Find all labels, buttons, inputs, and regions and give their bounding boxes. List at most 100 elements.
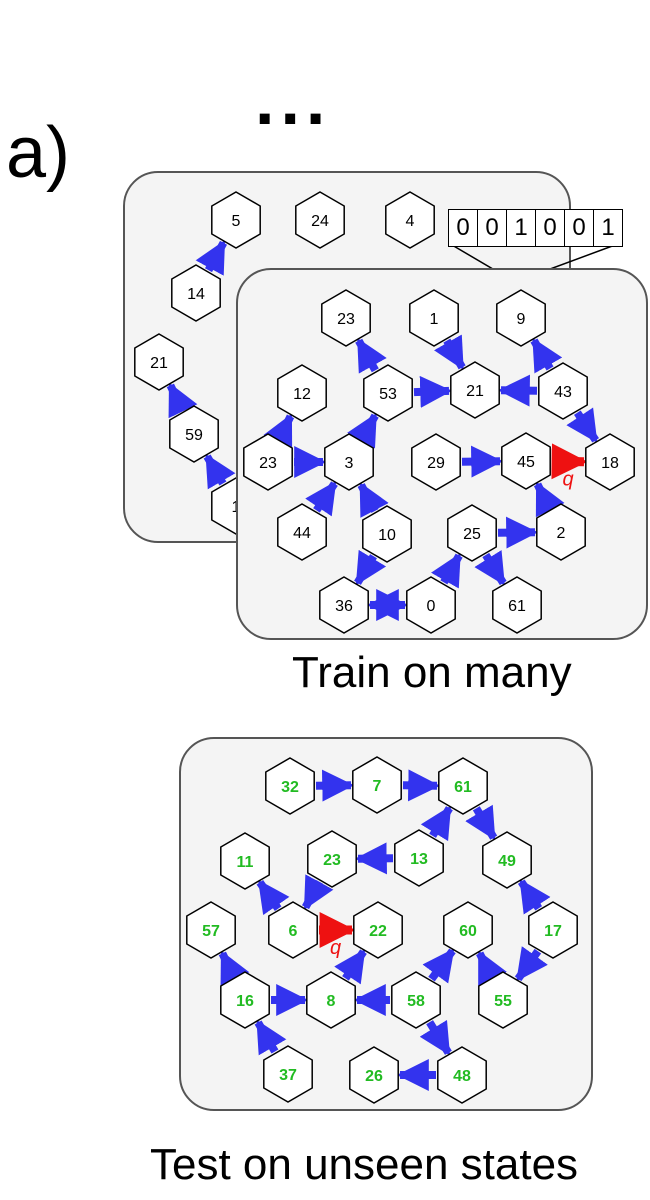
- node-hexagon: [349, 1046, 399, 1104]
- node-hexagon: [134, 333, 184, 391]
- graph-node: 1: [409, 289, 459, 347]
- node-hexagon: [538, 362, 588, 420]
- node-hexagon: [306, 971, 356, 1029]
- node-hexagon: [295, 191, 345, 249]
- graph-edge: [355, 337, 387, 374]
- graph-node: 23: [243, 433, 293, 491]
- node-label: 37: [279, 1067, 297, 1084]
- ellipsis: ...: [255, 61, 332, 139]
- node-label: 22: [369, 923, 387, 940]
- node-hexagon: [171, 264, 221, 322]
- node-hexagon: [411, 433, 461, 491]
- graph-edge: [203, 453, 236, 490]
- node-hexagon: [585, 433, 635, 491]
- graph-node: 21: [450, 361, 500, 419]
- graph-node: 17: [528, 901, 578, 959]
- node-hexagon: [536, 503, 586, 561]
- node-hexagon: [528, 901, 578, 959]
- node-label: 43: [554, 384, 572, 401]
- graph-edge: [305, 480, 338, 517]
- bit-cell: 0: [449, 210, 477, 246]
- graph-edge: [474, 550, 507, 586]
- node-label: 6: [289, 923, 298, 940]
- graph-node: 24: [295, 191, 345, 249]
- node-label: 61: [508, 598, 526, 615]
- node-label: 55: [494, 993, 512, 1010]
- graph-edge: [514, 946, 548, 982]
- node-label: 25: [463, 526, 481, 543]
- bit-cell: 0: [535, 210, 564, 246]
- query-label: q: [562, 469, 573, 491]
- bit-cell: 0: [564, 210, 593, 246]
- node-hexagon: [501, 432, 551, 490]
- graph-node: 7: [352, 756, 402, 814]
- graph-node: 37: [263, 1045, 313, 1103]
- graph-node: 0: [406, 576, 456, 634]
- node-hexagon: [220, 971, 270, 1029]
- node-label: 9: [517, 311, 526, 328]
- node-label: 24: [311, 213, 329, 230]
- node-hexagon: [277, 503, 327, 561]
- node-label: 59: [185, 427, 203, 444]
- graph-edge: [254, 1019, 287, 1056]
- node-label: 10: [378, 527, 396, 544]
- node-hexagon: [324, 433, 374, 491]
- node-label: 61: [454, 779, 472, 796]
- node-hexagon: [265, 757, 315, 815]
- graph-edge: [433, 334, 466, 371]
- node-hexagon: [391, 971, 441, 1029]
- node-hexagon: [478, 971, 528, 1029]
- graph-node: 59: [169, 405, 219, 463]
- node-label: 16: [236, 993, 254, 1010]
- graph-node: 43: [538, 362, 588, 420]
- node-hexagon: [307, 830, 357, 888]
- graph-node: 55: [478, 971, 528, 1029]
- panel-label: a): [6, 113, 71, 193]
- node-label: 23: [323, 852, 341, 869]
- graph-node: 2: [536, 503, 586, 561]
- graph-edge: [566, 407, 599, 443]
- node-label: 23: [337, 311, 355, 328]
- graph-node: 49: [482, 831, 532, 889]
- graph-node: 44: [277, 503, 327, 561]
- node-hexagon: [186, 901, 236, 959]
- back-state-graph: 52441421591: [134, 191, 435, 535]
- graph-node: 61: [492, 576, 542, 634]
- graph-node: 4: [385, 191, 435, 249]
- graph-node: 53: [363, 364, 413, 422]
- bit-cell: 0: [477, 210, 506, 246]
- node-label: 5: [232, 213, 241, 230]
- graph-edge: [357, 482, 389, 518]
- graph-node: 25: [447, 504, 497, 562]
- graph-node: 6: [268, 901, 318, 959]
- test-caption: Test on unseen states: [150, 1140, 579, 1189]
- graph-node: 13: [394, 829, 444, 887]
- node-hexagon: [169, 405, 219, 463]
- node-label: 36: [335, 598, 353, 615]
- node-hexagon: [263, 1045, 313, 1103]
- node-label: 23: [259, 455, 277, 472]
- query-label: q: [330, 937, 341, 959]
- node-label: 45: [517, 454, 535, 471]
- graph-edge: [256, 879, 290, 916]
- node-hexagon: [362, 505, 412, 563]
- node-label: 29: [427, 455, 445, 472]
- graph-node: 57: [186, 901, 236, 959]
- graph-node: 18: [585, 433, 635, 491]
- node-hexagon: [321, 289, 371, 347]
- graph-edge: [420, 805, 453, 842]
- node-label: 17: [544, 923, 562, 940]
- node-hexagon: [268, 901, 318, 959]
- graph-edge: [195, 239, 228, 276]
- graph-edge: [422, 948, 456, 984]
- graph-node: 58: [391, 971, 441, 1029]
- graph-node: 10: [362, 505, 412, 563]
- node-label: 12: [293, 386, 311, 403]
- node-label: 13: [410, 851, 428, 868]
- node-label: 48: [453, 1068, 471, 1085]
- node-label: 53: [379, 386, 397, 403]
- graph-node: 5: [211, 191, 261, 249]
- graph-edge: [430, 552, 463, 589]
- graph-node: 11: [220, 832, 270, 890]
